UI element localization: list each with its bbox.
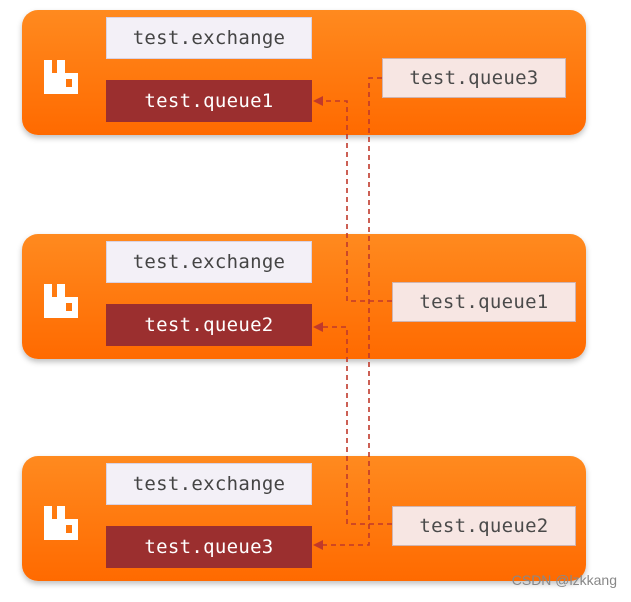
queue-box: test.queue1 (106, 80, 312, 122)
rabbitmq-logo-icon (44, 506, 78, 540)
watermark-text: CSDN @lzkkang (511, 572, 617, 588)
mirror-queue-box: test.queue2 (392, 506, 576, 546)
queue-box: test.queue3 (106, 526, 312, 568)
mirror-queue-box: test.queue1 (392, 282, 576, 322)
rabbitmq-node-3: test.exchange test.queue3 test.queue2 (22, 456, 586, 581)
rabbitmq-logo-icon (44, 60, 78, 94)
rabbitmq-logo-icon (44, 284, 78, 318)
rabbitmq-node-1: test.exchange test.queue1 test.queue3 (22, 10, 586, 135)
exchange-box: test.exchange (106, 17, 312, 59)
rabbitmq-node-2: test.exchange test.queue2 test.queue1 (22, 234, 586, 359)
queue-box: test.queue2 (106, 304, 312, 346)
exchange-box: test.exchange (106, 463, 312, 505)
mirror-queue-box: test.queue3 (382, 58, 566, 98)
exchange-box: test.exchange (106, 241, 312, 283)
